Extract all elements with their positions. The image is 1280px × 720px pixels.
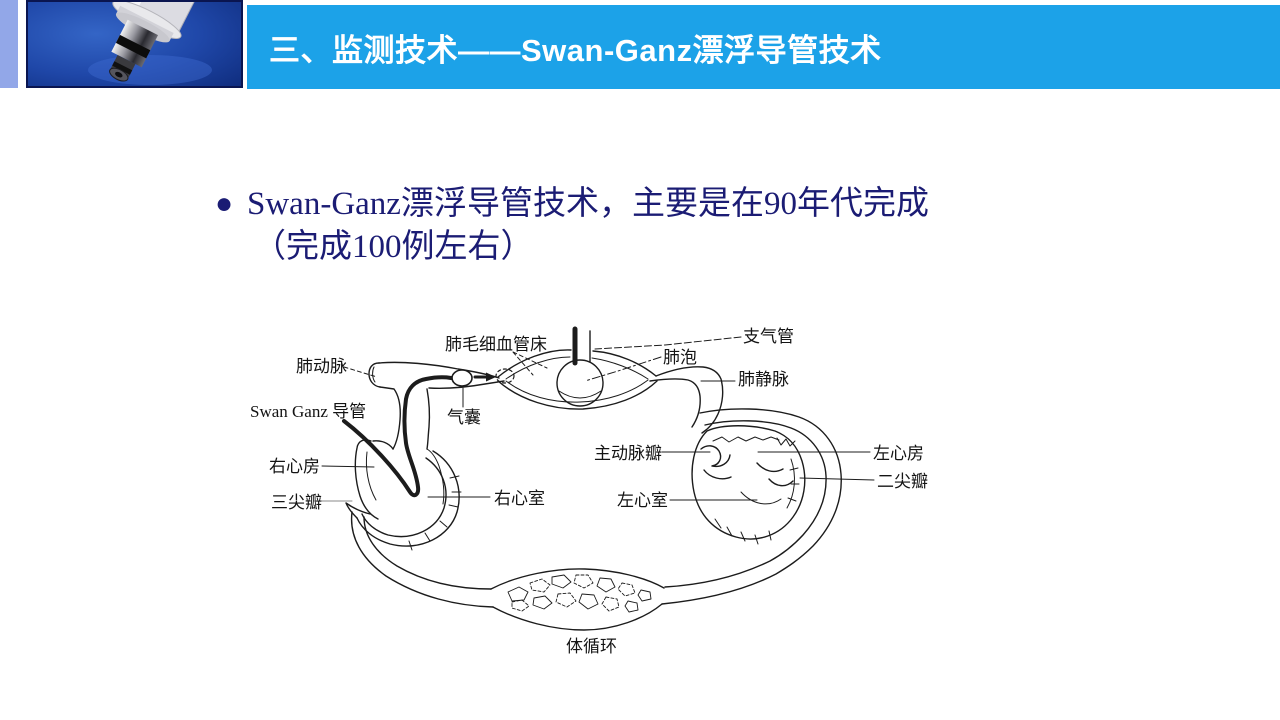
- right-heart: [345, 439, 462, 551]
- systemic-loop: [350, 511, 665, 631]
- header-bar: 三、监测技术——Swan-Ganz漂浮导管技术: [247, 5, 1280, 89]
- syringe: [109, 2, 222, 82]
- balloon-shape: [451, 369, 473, 387]
- label-tricuspid-valve: 三尖瓣: [271, 493, 322, 512]
- bullet-text-1: Swan-Ganz漂浮导管技术，主要是在90年代完成: [247, 186, 929, 222]
- label-right-atrium: 右心房: [269, 457, 320, 476]
- leader-lines: [313, 336, 875, 502]
- catheter-photo: [26, 0, 243, 88]
- alveolus-circle: [556, 359, 604, 407]
- bullet-line-1: ● Swan-Ganz漂浮导管技术，主要是在90年代完成: [215, 183, 1115, 226]
- label-alveolus: 肺泡: [663, 348, 697, 367]
- wedged-balloon-shape: [495, 368, 515, 384]
- label-aortic-valve: 主动脉瓣: [594, 444, 662, 463]
- label-balloon: 气囊: [447, 408, 481, 427]
- label-left-ventricle: 左心室: [617, 491, 668, 510]
- page-title: 三、监测技术——Swan-Ganz漂浮导管技术: [269, 32, 882, 68]
- left-accent-strip: [0, 0, 18, 88]
- capillary-cells: [507, 574, 652, 613]
- bullet-text-2: （完成100例左右）: [253, 228, 534, 265]
- bullet-icon: ●: [215, 187, 234, 220]
- label-bronchus: 支气管: [743, 327, 794, 346]
- left-heart: [661, 408, 842, 605]
- circulation-diagram-art: [313, 326, 875, 631]
- label-swan-ganz-catheter: Swan Ganz 导管: [250, 402, 367, 421]
- bullet-paragraph: ● Swan-Ganz漂浮导管技术，主要是在90年代完成 （完成100例左右）: [215, 183, 1115, 269]
- syringe-photo-art: [28, 2, 241, 86]
- label-pulmonary-vein: 肺静脉: [738, 370, 789, 389]
- label-pulmonary-capillary-bed: 肺毛细血管床: [445, 335, 547, 354]
- label-mitral-valve: 二尖瓣: [877, 472, 928, 491]
- label-left-atrium: 左心房: [873, 444, 924, 463]
- label-systemic-circulation: 体循环: [566, 637, 617, 656]
- label-pulmonary-artery: 肺动脉: [296, 357, 347, 376]
- label-right-ventricle: 右心室: [494, 489, 545, 508]
- catheter-line: [342, 375, 453, 498]
